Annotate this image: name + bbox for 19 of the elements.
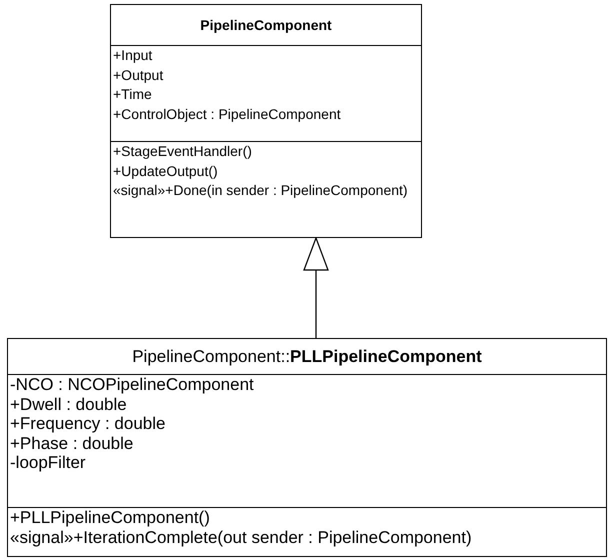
member-text: +Frequency : double <box>10 414 166 434</box>
member-text: -loopFilter <box>10 453 87 472</box>
member-text: +Input <box>113 46 154 65</box>
class-name: PipelineComponent <box>200 17 332 33</box>
member-text: +ControlObject : PipelineComponent <box>113 104 342 124</box>
member-text: +PLLPipelineComponent() <box>10 508 211 528</box>
member-text: +StageEventHandler() <box>113 142 253 161</box>
class-name: PipelineComponent::PLLPipelineComponent <box>132 346 482 366</box>
member-text: +Output <box>113 66 164 85</box>
member-text: +Time <box>113 85 153 104</box>
member-text: «signal»+Done(in sender : PipelineComponent) <box>113 181 409 200</box>
inheritance-arrow <box>303 237 329 338</box>
member-text: «signal»+IterationComplete(out sender : PipelineComponent) <box>10 528 473 547</box>
class-box <box>7 338 607 557</box>
member-text: -NCO : NCOPipelineComponent <box>10 375 255 394</box>
class-box <box>110 4 422 238</box>
member-text: +UpdateOutput() <box>113 162 219 181</box>
member-text: +Dwell : double <box>10 394 128 414</box>
member-text: +Phase : double <box>10 434 134 453</box>
